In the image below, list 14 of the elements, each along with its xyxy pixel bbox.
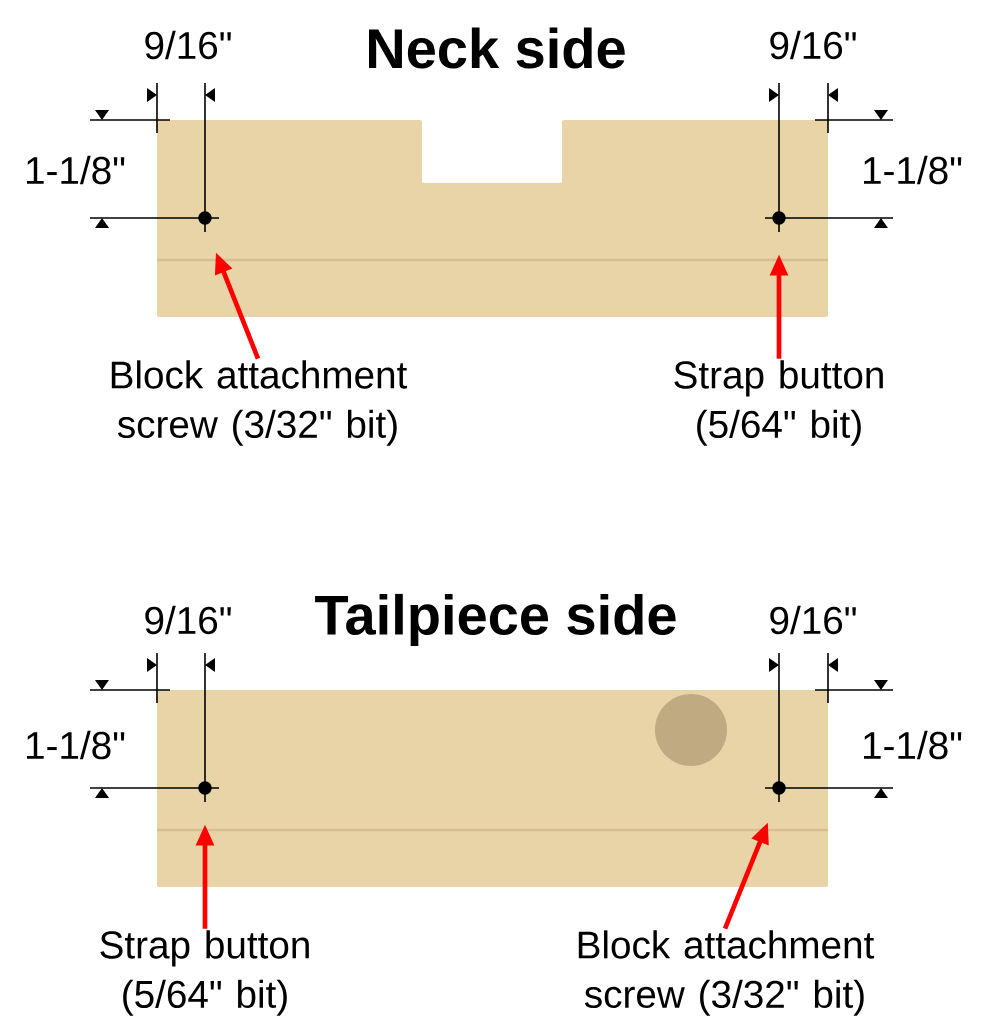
heading: Tailpiece side: [315, 593, 676, 647]
dimension-label: 1-1/8": [27, 155, 125, 185]
drill-point: [772, 211, 786, 225]
callout-label: Block attachment screw (3/32" bit): [111, 360, 408, 446]
callout-label: Strap button (5/64" bit): [100, 930, 309, 1016]
drill-point: [198, 211, 212, 225]
drill-point: [772, 781, 786, 795]
callout-label: Block attachment screw (3/32" bit): [578, 930, 875, 1016]
heading: Neck side: [369, 27, 625, 69]
drill-point: [198, 781, 212, 795]
dimension-label: 1-1/8": [864, 730, 962, 760]
dimension-label: 1-1/8": [864, 155, 962, 185]
callout-label: Strap button (5/64" bit): [674, 360, 883, 446]
dimension-label: 1-1/8": [27, 730, 125, 760]
